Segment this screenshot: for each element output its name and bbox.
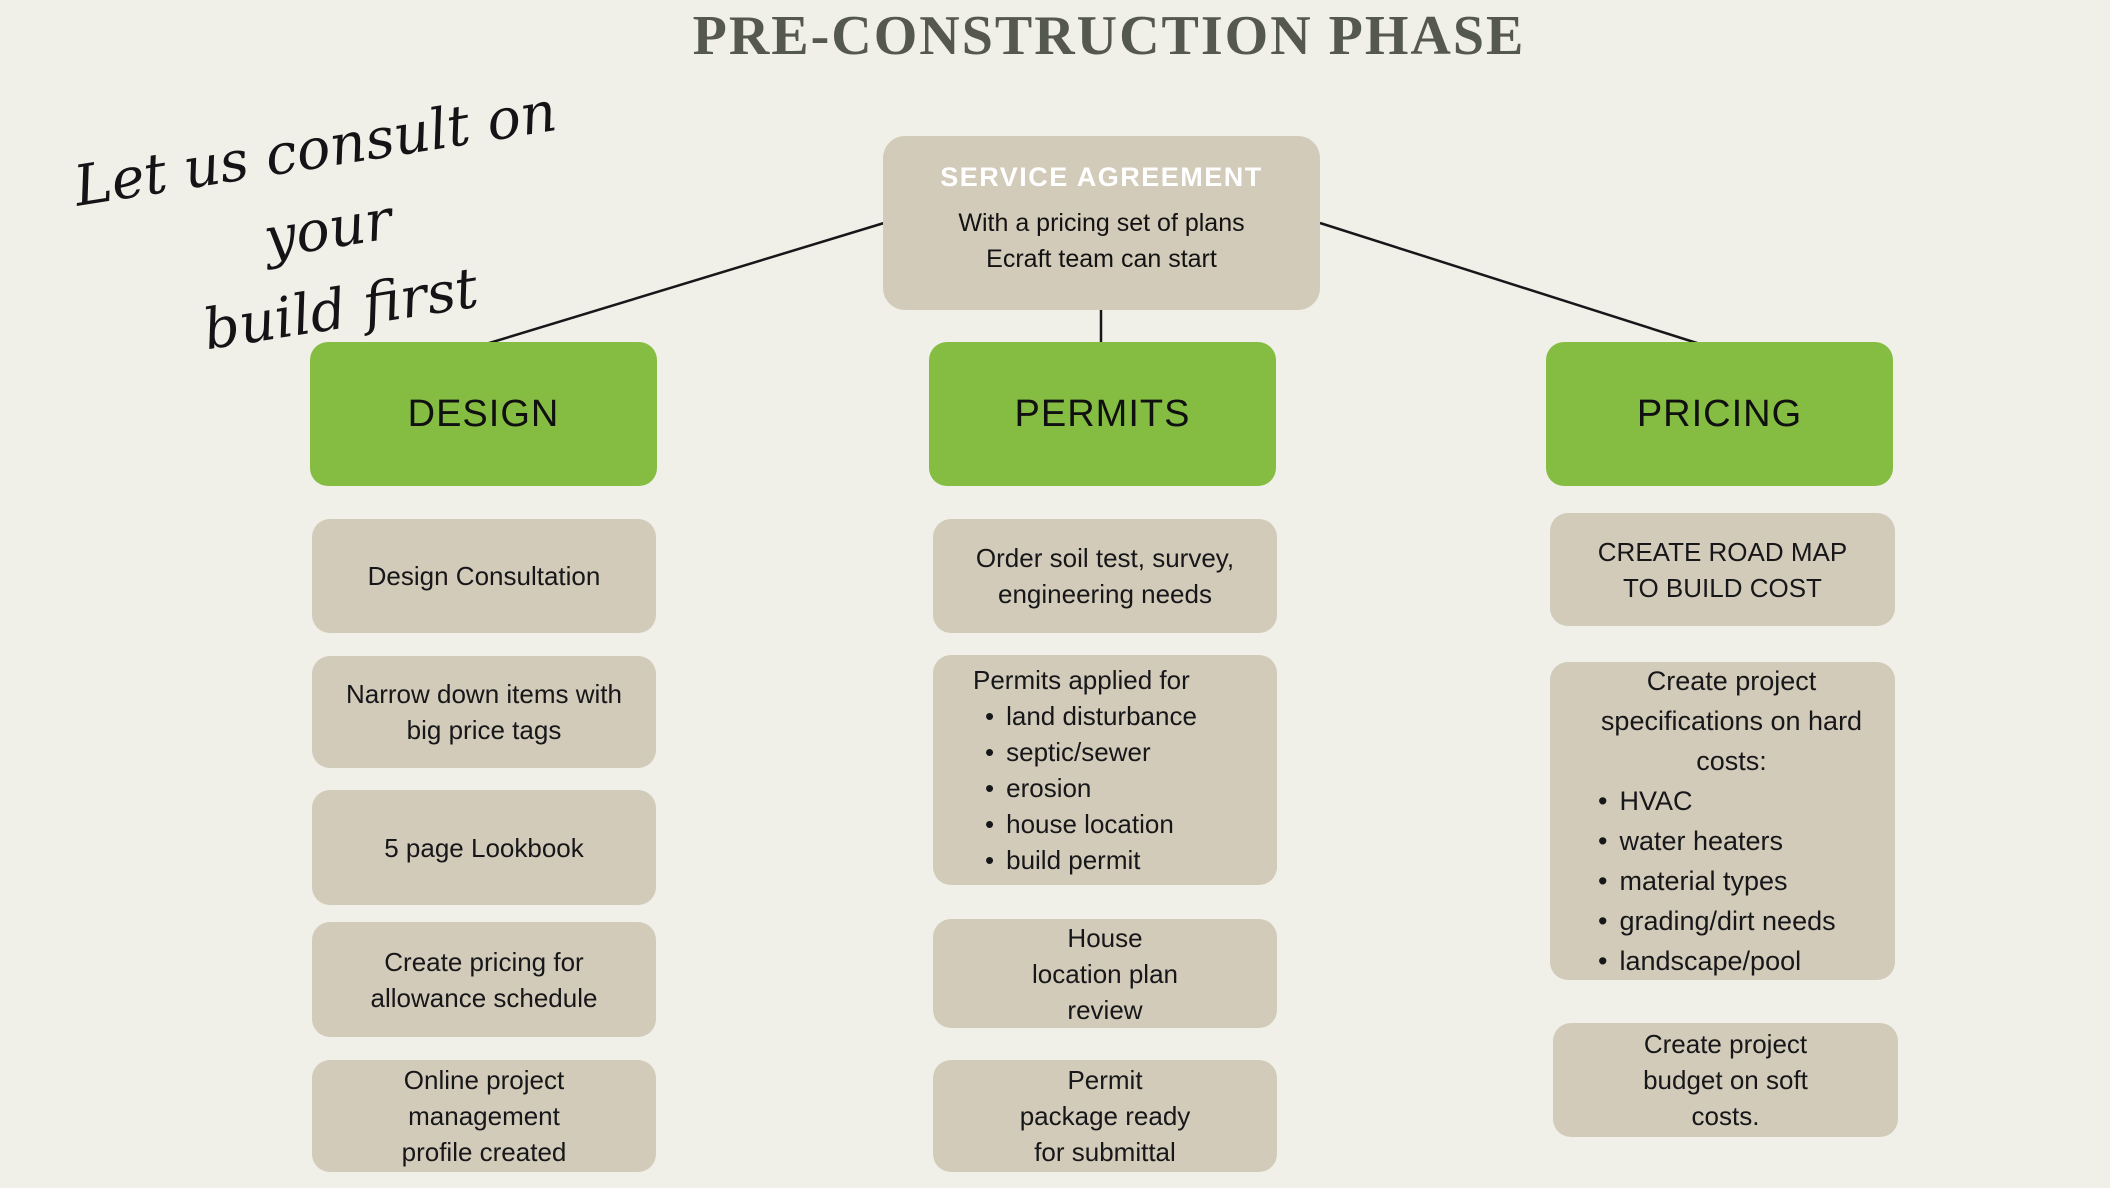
list-item: land disturbance: [973, 698, 1259, 734]
list-item: house location: [973, 806, 1259, 842]
box-text-line: Design Consultation: [367, 561, 601, 591]
list-title: specifications on hard: [1600, 706, 1863, 736]
list-item: grading/dirt needs: [1586, 901, 1877, 941]
service-agreement-body-line-1: With a pricing set of plans: [958, 209, 1245, 237]
page-title: PRE-CONSTRUCTION PHASE: [692, 5, 1526, 67]
permits-step-applied-list: Permits applied for land disturbance sep…: [933, 655, 1277, 885]
box-text-line: location plan: [1032, 958, 1178, 989]
service-agreement-box: SERVICE AGREEMENT With a pricing set of …: [883, 136, 1320, 310]
list-item: erosion: [973, 770, 1259, 806]
service-agreement-body: With a pricing set of plans Ecraft team …: [883, 206, 1320, 277]
list-item: septic/sewer: [973, 734, 1259, 770]
list-item: material types: [1586, 861, 1877, 901]
list-item-text: material types: [1619, 866, 1788, 896]
list-item-text: grading/dirt needs: [1619, 906, 1836, 936]
box-text-line: Narrow down items with: [346, 679, 622, 709]
box-text-line: TO BUILD COST: [1623, 572, 1822, 603]
list-item: HVAC: [1586, 781, 1877, 821]
list-title: Permits applied for: [973, 665, 1190, 695]
pricing-step-road-map: CREATE ROAD MAP TO BUILD COST: [1550, 513, 1895, 626]
box-text-line: costs.: [1691, 1101, 1760, 1131]
connector-line-design: [485, 221, 885, 346]
pricing-header-box: PRICING: [1546, 342, 1893, 486]
permits-header-box: PERMITS: [929, 342, 1276, 486]
pricing-step-soft-costs: Create project budget on soft costs.: [1553, 1023, 1898, 1137]
design-step-lookbook: 5 page Lookbook: [312, 790, 656, 905]
design-step-narrow-down: Narrow down items with big price tags: [312, 656, 656, 768]
box-text-line: Permit: [1067, 1065, 1143, 1095]
list-item-text: land disturbance: [1006, 701, 1197, 731]
box-text-line: review: [1067, 994, 1143, 1025]
connector-line-pricing: [1319, 221, 1701, 346]
box-text-line: big price tags: [406, 715, 562, 745]
design-step-allowance-pricing: Create pricing for allowance schedule: [312, 922, 656, 1037]
box-text-line: budget on soft: [1643, 1065, 1808, 1095]
pricing-step-hard-costs: Create project specifications on hard co…: [1550, 662, 1895, 980]
list-item-text: water heaters: [1619, 826, 1784, 856]
box-text-line: House: [1067, 922, 1143, 953]
permits-step-package-ready: Permit package ready for submittal: [933, 1060, 1277, 1172]
box-text-line: CREATE ROAD MAP: [1597, 536, 1848, 567]
list-item-text: septic/sewer: [1006, 737, 1151, 767]
design-header-box: DESIGN: [310, 342, 657, 486]
list-item: build permit: [973, 842, 1259, 878]
list-title: Create project: [1646, 666, 1817, 696]
box-text-line: Online project: [403, 1065, 565, 1095]
box-text-line: profile created: [401, 1137, 567, 1167]
list-item-text: build permit: [1006, 845, 1141, 875]
list-title: costs:: [1696, 746, 1767, 776]
list-item: landscape/pool: [1586, 941, 1877, 981]
box-text-line: allowance schedule: [370, 982, 598, 1013]
list-item-text: house location: [1006, 809, 1174, 839]
design-step-consultation: Design Consultation: [312, 519, 656, 633]
box-text-line: for submittal: [1034, 1137, 1176, 1167]
box-text-line: management: [408, 1101, 560, 1131]
list-item-text: erosion: [1006, 773, 1092, 803]
box-text-line: Order soil test, survey,: [975, 543, 1235, 573]
permits-step-location-review: House location plan review: [933, 919, 1277, 1028]
permits-step-soil-test: Order soil test, survey, engineering nee…: [933, 519, 1277, 633]
service-agreement-body-line-2: Ecraft team can start: [986, 244, 1217, 273]
box-text-line: 5 page Lookbook: [384, 832, 584, 863]
box-text-line: Create pricing for: [384, 946, 584, 977]
list-item-text: landscape/pool: [1619, 946, 1802, 976]
list-item: water heaters: [1586, 821, 1877, 861]
design-step-online-profile: Online project management profile create…: [312, 1060, 656, 1172]
box-text-line: engineering needs: [998, 579, 1212, 609]
service-agreement-heading: SERVICE AGREEMENT: [940, 162, 1263, 192]
list-item-text: HVAC: [1619, 786, 1693, 816]
box-text-line: package ready: [1019, 1101, 1191, 1131]
box-text-line: Create project: [1643, 1029, 1808, 1059]
